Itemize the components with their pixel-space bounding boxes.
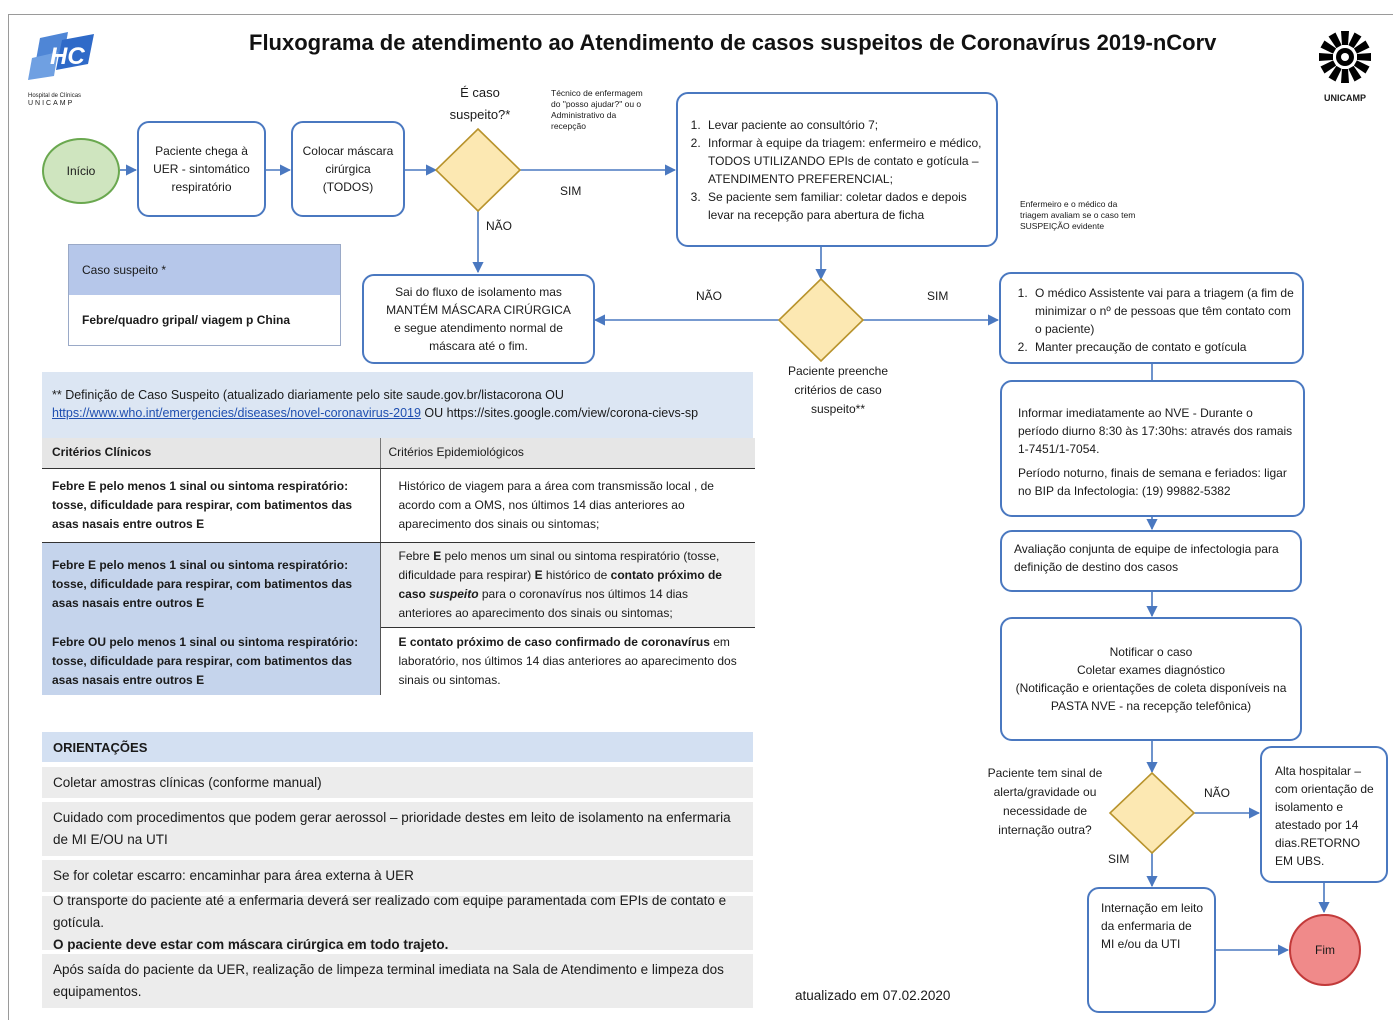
epi-text: para o coronavírus nos últimos 14 dias a… xyxy=(398,586,688,620)
criteria-row: Febre OU pelo menos 1 sinal ou sintoma r… xyxy=(42,627,755,695)
doctor-step-2: Manter precaução de contato e gotícula xyxy=(1031,338,1296,356)
epidemiological-criteria-header: Critérios Epidemiológicos xyxy=(380,438,755,469)
guidance-transport-text: O transporte do paciente até a enfermari… xyxy=(53,893,727,930)
nao-label-1: NÃO xyxy=(486,219,513,233)
nurse-doctor-note: Enfermeiro e o médico da triagem avaliam… xyxy=(1020,199,1136,231)
suspect-case-header: Caso suspeito * xyxy=(69,245,340,295)
guidance-item-text: O transporte do paciente até a enfermari… xyxy=(53,890,742,956)
guidance-item: Coletar amostras clínicas (conforme manu… xyxy=(42,767,753,798)
epi-text: Febre xyxy=(398,548,434,563)
sim-label-1: SIM xyxy=(560,184,582,198)
clinical-criteria-cell: Febre E pelo menos 1 sinal ou sintoma re… xyxy=(42,468,381,543)
sim-label-2: SIM xyxy=(927,289,949,303)
criteria-row: Febre E pelo menos 1 sinal ou sintoma re… xyxy=(42,468,755,543)
clinical-criteria-cell: Febre E pelo menos 1 sinal ou sintoma re… xyxy=(42,542,381,627)
triage-step-3: Se paciente sem familiar: coletar dados … xyxy=(704,188,988,224)
guidance-item-text: Coletar amostras clínicas (conforme manu… xyxy=(53,774,322,790)
epi-bold-italic: suspeito xyxy=(429,586,479,601)
question-suspect-label: É caso suspeito?* xyxy=(449,85,511,122)
guidance-item: O transporte do paciente até a enfermari… xyxy=(42,893,753,952)
question-severity-label: Paciente tem sinal de alerta/gravidade o… xyxy=(987,766,1103,837)
updated-date: atualizado em 07.02.2020 xyxy=(795,988,951,1003)
joint-evaluation-box: Avaliação conjunta de equipe de infectol… xyxy=(1000,530,1302,592)
clinical-criteria-cell: Febre OU pelo menos 1 sinal ou sintoma r… xyxy=(42,627,381,695)
guidance-item: Cuidado com procedimentos que podem gera… xyxy=(42,802,753,856)
definition-line-2-rest: OU https://sites.google.com/view/corona-… xyxy=(420,406,699,420)
epi-bold: contato próximo de caso xyxy=(398,567,722,601)
hc-logo-icon: HC xyxy=(28,32,94,80)
triage-step-1: Levar paciente ao consultório 7; xyxy=(704,116,988,134)
guidance-item: Se for coletar escarro: encaminhar para … xyxy=(42,860,753,892)
notify-line-3: (Notificação e orientações de coleta dis… xyxy=(1015,681,1287,713)
definition-line-1: ** Definição de Caso Suspeito (atualizad… xyxy=(52,388,564,402)
epi-bold: E xyxy=(534,567,543,582)
notify-line-1: Notificar o caso xyxy=(1109,645,1193,659)
hc-logo-subtitle: Hospital de Clínicas xyxy=(28,93,82,99)
nve-night-text: Período noturno, finais de semana e feri… xyxy=(1018,466,1287,498)
surgical-mask-box: Colocar máscara cirúrgica (TODOS) xyxy=(291,121,405,217)
epi-text: histórico de xyxy=(542,567,611,582)
admission-box: Internação em leito da enfermaria de MI … xyxy=(1087,887,1216,1013)
notify-line-2: Coletar exames diagnóstico xyxy=(1076,663,1226,677)
doctor-step-1: O médico Assistente vai para a triagem (… xyxy=(1031,284,1296,338)
who-link[interactable]: https://www.who.int/emergencies/diseases… xyxy=(52,406,421,420)
epi-text: em laboratório, nos últimos 14 dias ante… xyxy=(398,634,737,687)
epidemiological-criteria-cell: Histórico de viagem para a área com tran… xyxy=(380,468,755,543)
patient-arrives-box: Paciente chega à UER - sintomático respi… xyxy=(137,121,266,217)
nao-label-3: NÃO xyxy=(1204,786,1231,800)
page-frame xyxy=(8,14,1393,1020)
page-title: Fluxograma de atendimento ao Atendimento… xyxy=(249,30,1217,55)
decision-diamond-suspect xyxy=(434,127,522,213)
end-node: Fim xyxy=(1289,914,1361,986)
epi-bold: E contato próximo de caso confirmado de … xyxy=(398,634,710,649)
nve-notify-box: Informar imediatamente ao NVE - Durante … xyxy=(1000,380,1305,517)
triage-steps-box: Levar paciente ao consultório 7; Informa… xyxy=(676,92,998,247)
suspect-case-body: Febre/quadro gripal/ viagem p China xyxy=(69,295,340,345)
epidemiological-criteria-cell: E contato próximo de caso confirmado de … xyxy=(380,627,755,695)
nve-daytime-text: Informar imediatamente ao NVE - Durante … xyxy=(1018,406,1293,456)
guidance-heading: ORIENTAÇÕES xyxy=(42,732,753,762)
doctor-steps-box: O médico Assistente vai para a triagem (… xyxy=(999,272,1304,364)
guidance-item-text: Após saída do paciente da UER, realizaçã… xyxy=(53,962,724,999)
sim-label-3: SIM xyxy=(1108,852,1130,866)
unicamp-logo-icon xyxy=(1319,31,1371,83)
guidance-item-text: Cuidado com procedimentos que podem gera… xyxy=(53,810,731,847)
epi-bold: E xyxy=(433,548,442,563)
unicamp-logo: UNICAMP xyxy=(1312,28,1378,104)
hc-logo: HC Hospital de Clínicas UNICAMP xyxy=(28,30,100,107)
decision-diamond-criteria xyxy=(777,277,865,363)
triage-step-2: Informar à equipe da triagem: enfermeiro… xyxy=(704,134,988,188)
exit-isolation-box: Sai do fluxo de isolamento mas MANTÉM MÁ… xyxy=(362,274,595,364)
guidance-transport-bold: O paciente deve estar com máscara cirúrg… xyxy=(53,937,449,952)
epidemiological-criteria-cell: Febre E pelo menos um sinal ou sintoma r… xyxy=(380,542,755,628)
guidance-item-text: Se for coletar escarro: encaminhar para … xyxy=(53,868,414,883)
unicamp-logo-label: UNICAMP xyxy=(1324,93,1366,103)
svg-text:HC: HC xyxy=(50,43,85,70)
criteria-header-row: Critérios Clínicos Critérios Epidemiológ… xyxy=(42,438,755,469)
question-criteria-label: Paciente preenche critérios de caso susp… xyxy=(787,364,889,416)
technician-note: Técnico de enfermagem do "posso ajudar?"… xyxy=(551,88,643,131)
definition-line-2: https://www.who.int/emergencies/diseases… xyxy=(52,404,753,422)
guidance-item: Após saída do paciente da UER, realizaçã… xyxy=(42,954,753,1008)
clinical-criteria-header: Critérios Clínicos xyxy=(42,438,381,469)
decision-diamond-severity xyxy=(1108,771,1196,855)
criteria-table: Critérios Clínicos Critérios Epidemiológ… xyxy=(42,438,755,695)
epi-text: pelo menos um sinal ou sintoma respirató… xyxy=(398,548,720,582)
start-node: Início xyxy=(42,138,120,204)
definition-box: ** Definição de Caso Suspeito (atualizad… xyxy=(42,372,753,438)
discharge-box: Alta hospitalar – com orientação de isol… xyxy=(1260,746,1388,883)
nao-label-2: NÃO xyxy=(696,289,723,303)
hc-logo-subtitle-2: UNICAMP xyxy=(28,100,75,107)
criteria-row: Febre E pelo menos 1 sinal ou sintoma re… xyxy=(42,542,755,628)
notify-case-box: Notificar o caso Coletar exames diagnóst… xyxy=(1000,617,1302,741)
suspect-case-box: Caso suspeito * Febre/quadro gripal/ via… xyxy=(68,244,341,346)
